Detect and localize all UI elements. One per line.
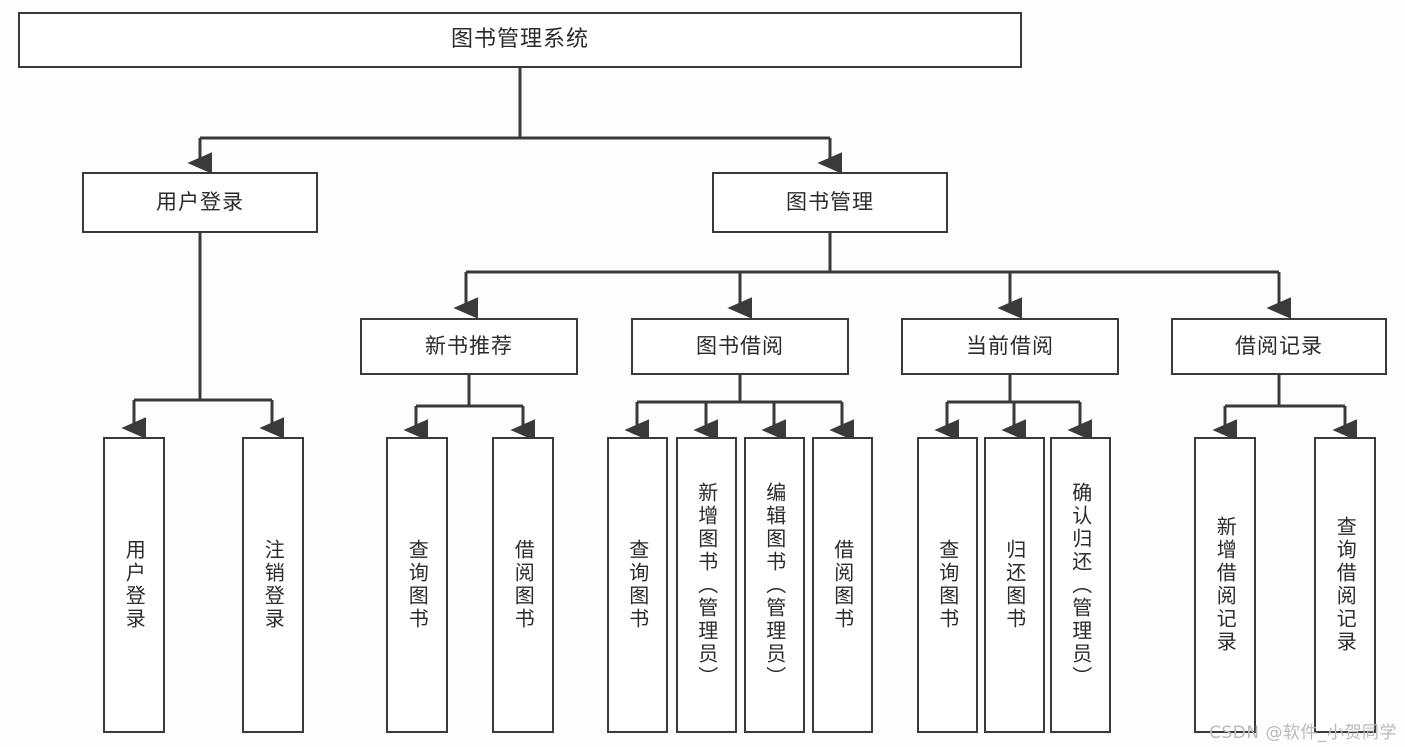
leaf-add-book[interactable]: 新增图书（管理员） <box>676 437 737 733</box>
leaf-user-login-label: 用户登录 <box>122 539 147 631</box>
leaf-borrow-book-1-label: 借阅图书 <box>511 539 536 631</box>
leaf-borrow-book-2-label: 借阅图书 <box>830 539 855 631</box>
leaf-user-logout[interactable]: 注销登录 <box>242 437 304 733</box>
node-book-borrow[interactable]: 图书借阅 <box>631 318 849 375</box>
node-borrow-record-label: 借阅记录 <box>1235 333 1323 358</box>
leaf-add-record[interactable]: 新增借阅记录 <box>1194 437 1256 733</box>
leaf-user-login[interactable]: 用户登录 <box>103 437 165 733</box>
node-new-book-recommend[interactable]: 新书推荐 <box>360 318 578 375</box>
leaf-borrow-book-2[interactable]: 借阅图书 <box>812 437 873 733</box>
leaf-confirm-return[interactable]: 确认归还（管理员） <box>1050 437 1111 733</box>
leaf-query-book-2-label: 查询图书 <box>625 539 650 631</box>
leaf-add-record-label: 新增借阅记录 <box>1213 516 1238 654</box>
node-root[interactable]: 图书管理系统 <box>18 12 1022 68</box>
node-root-label: 图书管理系统 <box>450 26 589 52</box>
leaf-return-book[interactable]: 归还图书 <box>984 437 1045 733</box>
leaf-query-book-1[interactable]: 查询图书 <box>386 437 448 733</box>
node-current-borrow[interactable]: 当前借阅 <box>901 318 1119 375</box>
leaf-return-book-label: 归还图书 <box>1002 539 1027 631</box>
node-borrow-record[interactable]: 借阅记录 <box>1171 318 1387 375</box>
leaf-query-book-3-label: 查询图书 <box>935 539 960 631</box>
leaf-query-book-2[interactable]: 查询图书 <box>607 437 668 733</box>
leaf-add-book-label: 新增图书（管理员） <box>694 481 719 689</box>
csdn-watermark: CSDN @软件_小贺同学 <box>1209 723 1397 743</box>
node-book-borrow-label: 图书借阅 <box>696 333 784 358</box>
leaf-confirm-return-label: 确认归还（管理员） <box>1068 481 1093 689</box>
node-current-borrow-label: 当前借阅 <box>966 333 1054 358</box>
leaf-borrow-book-1[interactable]: 借阅图书 <box>492 437 554 733</box>
node-new-book-recommend-label: 新书推荐 <box>425 333 513 358</box>
leaf-query-record[interactable]: 查询借阅记录 <box>1314 437 1376 733</box>
leaf-query-book-1-label: 查询图书 <box>405 539 430 631</box>
leaf-edit-book-label: 编辑图书（管理员） <box>762 481 787 689</box>
node-user-login-label: 用户登录 <box>156 189 244 214</box>
leaf-query-record-label: 查询借阅记录 <box>1333 516 1358 654</box>
node-user-login[interactable]: 用户登录 <box>82 172 318 233</box>
node-book-manage[interactable]: 图书管理 <box>712 172 948 233</box>
node-book-manage-label: 图书管理 <box>786 189 874 214</box>
leaf-query-book-3[interactable]: 查询图书 <box>917 437 978 733</box>
leaf-user-logout-label: 注销登录 <box>261 539 286 631</box>
leaf-edit-book[interactable]: 编辑图书（管理员） <box>744 437 805 733</box>
